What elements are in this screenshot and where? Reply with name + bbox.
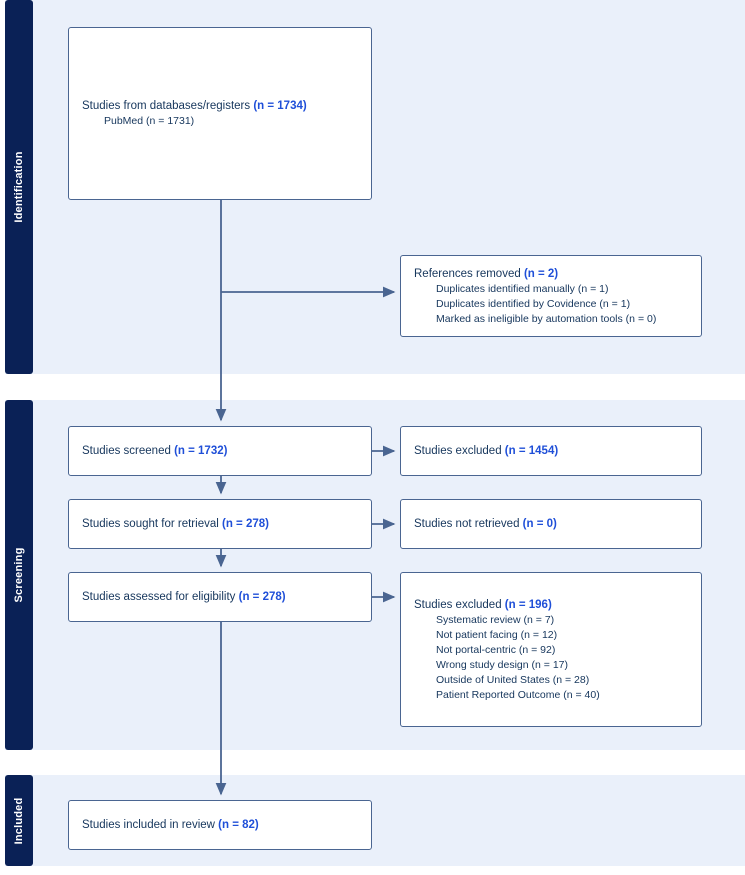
box-studies-sought-label: Studies sought for retrieval: [82, 518, 222, 530]
box-studies-from-databases: Studies from databases/registers (n = 17…: [68, 27, 372, 200]
box-studies-not-retrieved-count: (n = 0): [522, 518, 557, 530]
box-studies-included-title: Studies included in review (n = 82): [82, 817, 259, 833]
box-studies-excluded-eligibility-sublist: Systematic review (n = 7) Not patient fa…: [414, 613, 600, 703]
list-item: Patient Reported Outcome (n = 40): [436, 688, 600, 701]
box-studies-excluded-eligibility-label: Studies excluded: [414, 598, 505, 611]
box-studies-from-databases-count: (n = 1734): [253, 100, 307, 112]
box-studies-not-retrieved-label: Studies not retrieved: [414, 518, 523, 530]
box-studies-from-databases-label: Studies from databases/registers: [82, 100, 254, 112]
box-studies-not-retrieved: Studies not retrieved (n = 0): [400, 499, 702, 549]
box-studies-screened-label: Studies screened: [82, 445, 175, 457]
box-studies-sought-count: (n = 278): [222, 518, 269, 530]
box-studies-included-count: (n = 82): [218, 819, 259, 831]
list-item: Not portal-centric (n = 92): [436, 643, 556, 656]
list-item: Not patient facing (n = 12): [436, 628, 558, 641]
section-tab-identification-label: Identification: [13, 151, 25, 223]
box-studies-excluded-eligibility-count: (n = 196): [504, 598, 552, 611]
box-studies-included-label: Studies included in review: [82, 819, 219, 831]
section-tab-included: Included: [5, 775, 33, 866]
section-tab-screening-label: Screening: [13, 547, 25, 603]
box-references-removed-count: (n = 2): [523, 267, 559, 280]
section-tab-identification: Identification: [5, 0, 33, 374]
box-references-removed-label: References removed: [414, 267, 524, 280]
box-studies-sought-for-retrieval: Studies sought for retrieval (n = 278): [68, 499, 372, 549]
list-item: Systematic review (n = 7): [436, 613, 555, 626]
box-studies-excluded-eligibility: Studies excluded (n = 196) Systematic re…: [400, 572, 702, 727]
box-studies-excluded-screening-label: Studies excluded: [414, 445, 505, 457]
box-studies-screened-title: Studies screened (n = 1732): [82, 443, 227, 459]
section-tab-screening: Screening: [5, 400, 33, 750]
box-studies-included-in-review: Studies included in review (n = 82): [68, 800, 372, 850]
box-studies-excluded-screening: Studies excluded (n = 1454): [400, 426, 702, 476]
box-studies-sought-title: Studies sought for retrieval (n = 278): [82, 516, 269, 532]
box-references-removed-title: References removed (n = 2): [414, 266, 656, 282]
list-item: Duplicates identified by Covidence (n = …: [436, 297, 631, 310]
box-studies-excluded-screening-title: Studies excluded (n = 1454): [414, 443, 558, 459]
list-item: PubMed (n = 1731): [104, 115, 195, 127]
box-studies-excluded-screening-count: (n = 1454): [504, 445, 559, 457]
section-tab-included-label: Included: [13, 797, 25, 844]
box-studies-from-databases-sublist: PubMed (n = 1731): [82, 114, 307, 129]
list-item: Marked as ineligible by automation tools…: [436, 312, 657, 325]
box-references-removed-sublist: Duplicates identified manually (n = 1) D…: [414, 282, 656, 327]
box-studies-assessed-label: Studies assessed for eligibility: [82, 591, 239, 603]
list-item: Duplicates identified manually (n = 1): [436, 282, 609, 295]
box-studies-assessed-for-eligibility: Studies assessed for eligibility (n = 27…: [68, 572, 372, 622]
box-studies-from-databases-title: Studies from databases/registers (n = 17…: [82, 98, 307, 114]
box-studies-screened-count: (n = 1732): [174, 445, 228, 457]
box-studies-not-retrieved-title: Studies not retrieved (n = 0): [414, 516, 557, 532]
list-item: Outside of United States (n = 28): [436, 673, 590, 686]
box-studies-assessed-title: Studies assessed for eligibility (n = 27…: [82, 589, 286, 605]
box-studies-assessed-count: (n = 278): [238, 591, 286, 603]
box-studies-screened: Studies screened (n = 1732): [68, 426, 372, 476]
box-studies-excluded-eligibility-title: Studies excluded (n = 196): [414, 597, 600, 613]
box-references-removed: References removed (n = 2) Duplicates id…: [400, 255, 702, 337]
list-item: Wrong study design (n = 17): [436, 658, 569, 671]
